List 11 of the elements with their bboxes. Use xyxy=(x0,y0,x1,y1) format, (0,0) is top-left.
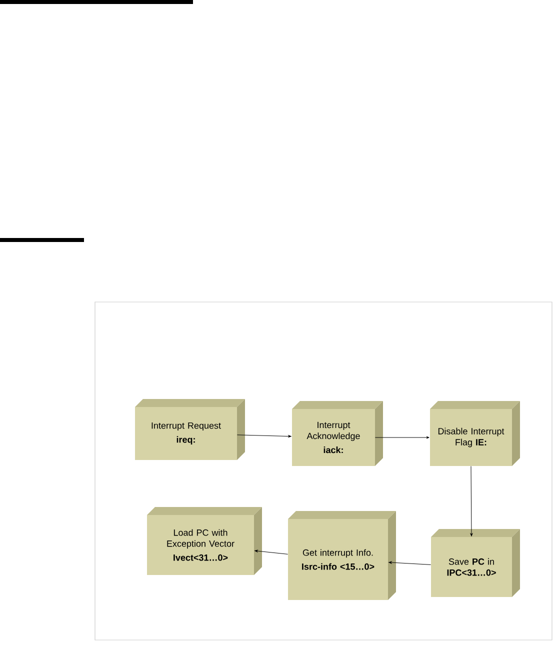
process-box: Load PC with Exception Vector Ivect<31…0> xyxy=(147,507,262,575)
arrow xyxy=(374,436,430,439)
arrow xyxy=(254,550,288,554)
arrow xyxy=(470,466,473,536)
process-box: Save PC in IPC<31…0> xyxy=(431,529,520,597)
arrow xyxy=(236,434,292,438)
arrow xyxy=(388,561,432,565)
process-box: Interrupt Request ireq: xyxy=(135,399,245,460)
process-box: Disable Interrupt Flag IE: xyxy=(430,401,520,466)
process-box: Interrupt Acknowledge iack: xyxy=(292,401,383,466)
process-box: Get interrupt Info. Isrc-info <15…0> xyxy=(288,511,396,600)
